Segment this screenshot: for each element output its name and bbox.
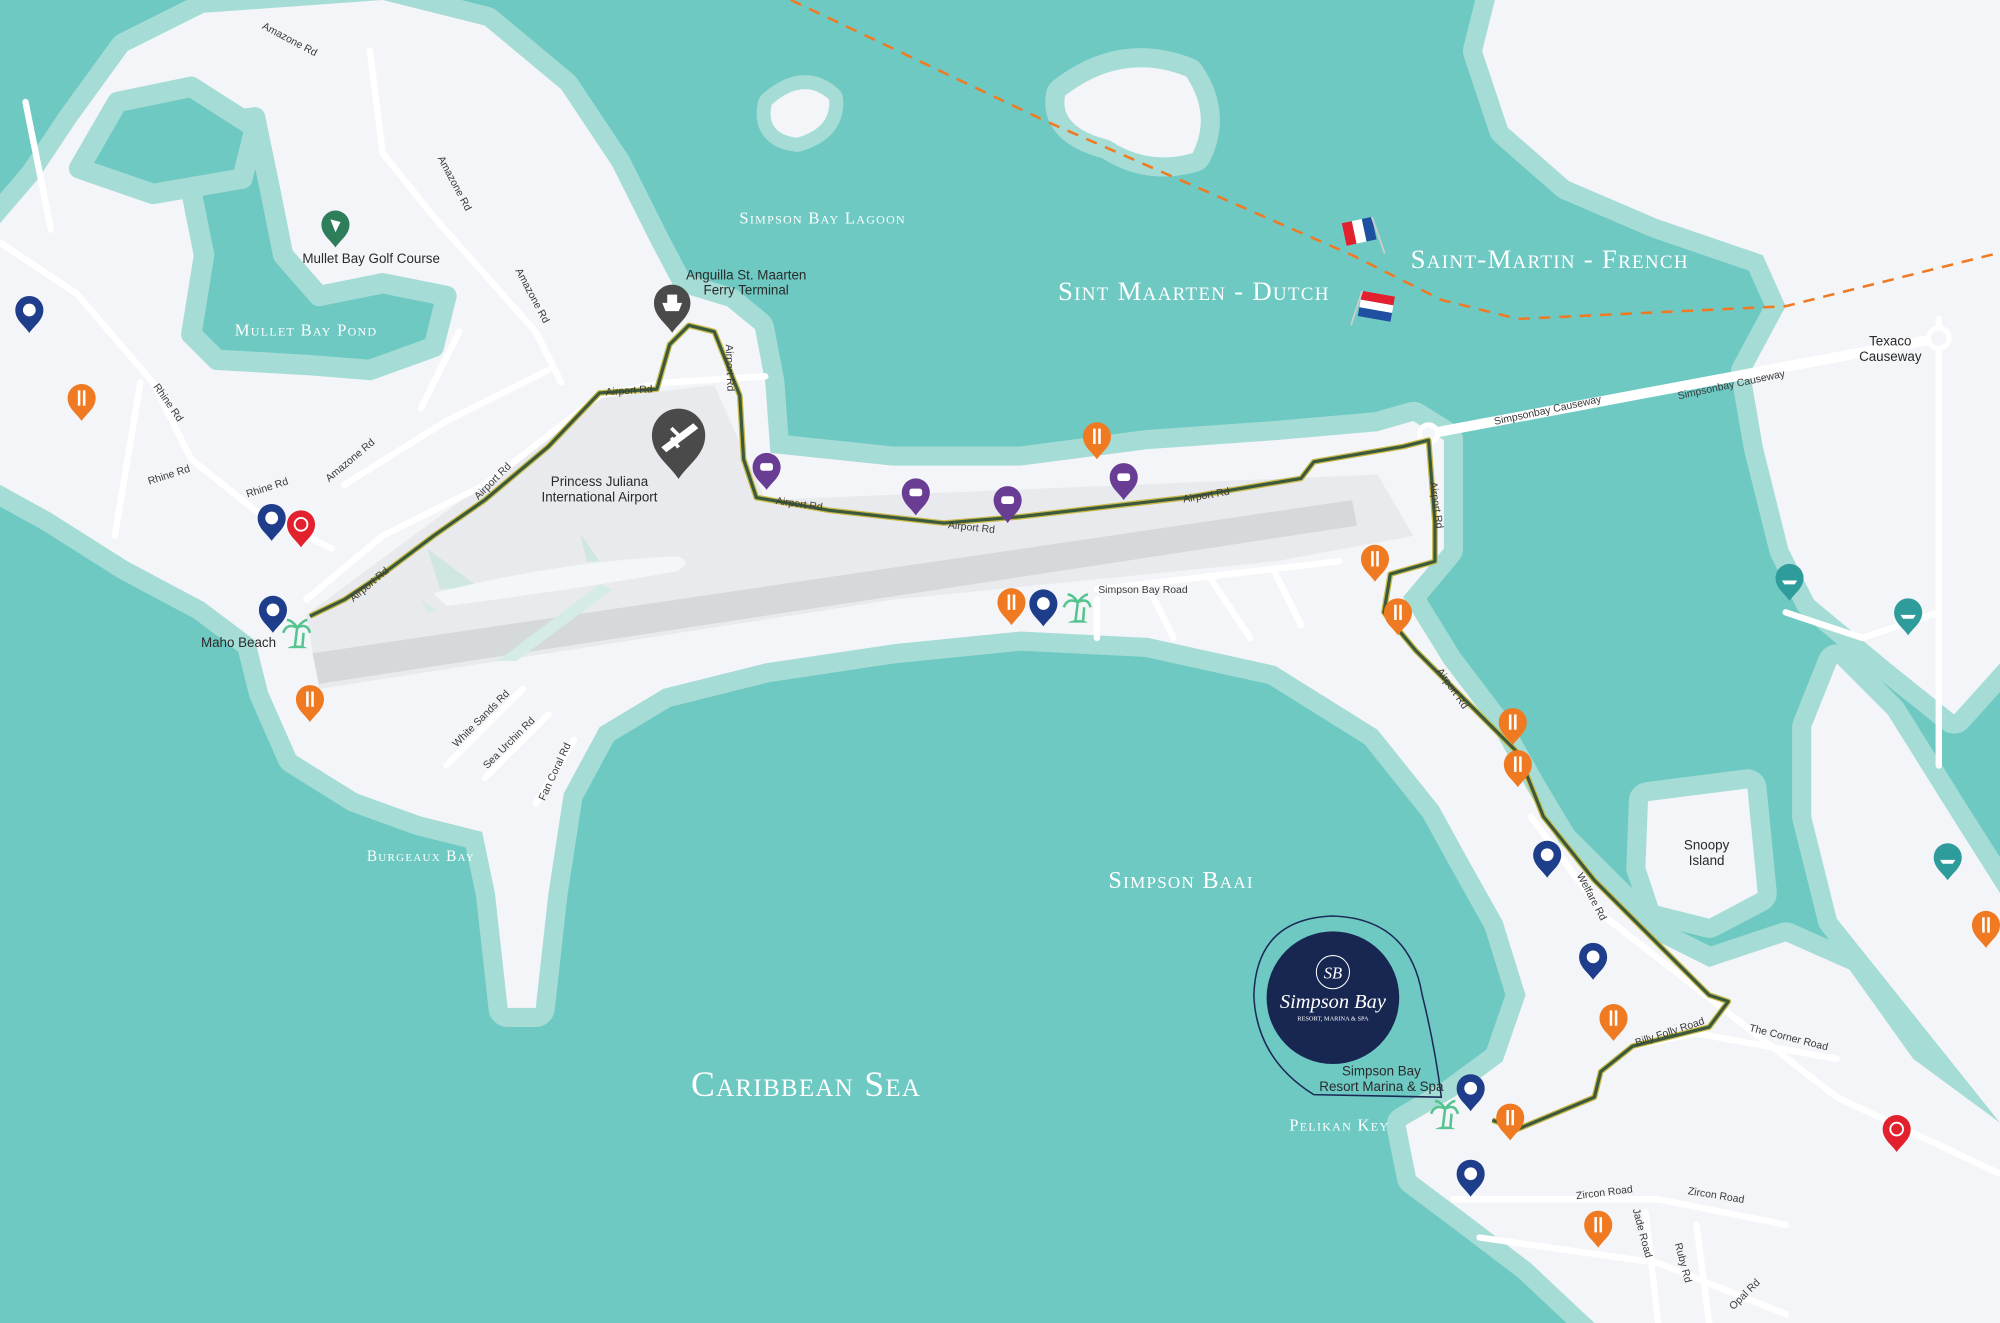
label-maho-beach: Maho Beach <box>201 635 276 650</box>
beach-pin-icon[interactable] <box>1456 1159 1485 1197</box>
restaurant-pin-icon[interactable] <box>1498 708 1527 746</box>
route-to-resort-line <box>309 323 1730 1131</box>
airport-pin-icon[interactable] <box>651 408 706 479</box>
label-sint-maarten-dutch: Sint Maarten - Dutch <box>1058 276 1330 306</box>
restaurant-pin-icon[interactable] <box>1082 422 1111 460</box>
label-saint-martin-french: Saint-Martin - French <box>1411 244 1689 274</box>
label-caribbean-sea: Caribbean Sea <box>691 1064 921 1104</box>
restaurant-pin-icon[interactable] <box>1971 910 2000 948</box>
label-resort-1: Simpson Bay <box>1342 1063 1421 1078</box>
label-simpson-bay-lagoon: Simpson Bay Lagoon <box>739 208 906 227</box>
boat-pin-icon[interactable] <box>1933 843 1962 881</box>
label-simpson-baai: Simpson Baai <box>1108 867 1253 894</box>
hospital-pin-icon[interactable] <box>286 510 316 548</box>
border-line <box>790 0 2000 321</box>
label-texaco-2: Causeway <box>1859 349 1922 364</box>
restaurant-pin-icon[interactable] <box>1496 1103 1525 1141</box>
car-rental-pin-icon[interactable] <box>752 452 781 490</box>
resort-logo-name: Simpson Bay <box>1280 991 1387 1013</box>
boat-pins <box>1775 563 1962 881</box>
hospital-pin-icon[interactable] <box>1882 1115 1911 1153</box>
label-resort-2: Resort Marina & Spa <box>1319 1079 1444 1094</box>
label-ferry-terminal-1: Anguilla St. Maarten <box>686 267 806 282</box>
label-airport-1: Princess Juliana <box>551 474 649 489</box>
restaurant-pin-icon[interactable] <box>1383 598 1412 636</box>
dutch-flag-icon <box>1350 290 1395 326</box>
restaurant-pin-icon[interactable] <box>997 588 1026 626</box>
beach-pin-icon[interactable] <box>1579 942 1608 980</box>
resort-callout-outline <box>1253 915 1443 1098</box>
resort-marker[interactable]: SB Simpson Bay RESORT, MARINA & SPA Simp… <box>1253 915 1444 1098</box>
road-label: Simpson Bay Road <box>1098 585 1188 596</box>
road-label: Airport Rd <box>605 384 653 398</box>
resort-logo <box>1266 931 1400 1065</box>
golf-pin-icon[interactable] <box>321 210 350 248</box>
label-texaco-1: Texaco <box>1869 334 1911 349</box>
road-label: Airport Rd <box>947 520 995 536</box>
beach-pin-icon[interactable] <box>15 295 44 333</box>
restaurant-pin-icon[interactable] <box>1599 1004 1628 1042</box>
restaurant-pin-icon[interactable] <box>1360 544 1390 582</box>
beach-pin-icon[interactable] <box>1533 840 1562 878</box>
boat-pin-icon[interactable] <box>1894 598 1923 636</box>
roundabout <box>1926 325 1952 351</box>
restaurant-pin-icon[interactable] <box>295 685 324 723</box>
label-pelikan-key: Pelikan Key <box>1289 1115 1389 1134</box>
beach-pin-icon[interactable] <box>258 595 287 633</box>
french-flag-icon <box>1341 216 1386 254</box>
ferry-pin-icon[interactable] <box>653 284 691 333</box>
runway <box>312 500 1358 684</box>
label-golf-course: Mullet Bay Golf Course <box>302 251 440 266</box>
resort-logo-tagline: RESORT, MARINA & SPA <box>1297 1016 1369 1023</box>
resort-monogram: SB <box>1324 964 1342 983</box>
car-rental-pin-icon[interactable] <box>901 478 930 516</box>
beach-pins <box>15 295 1608 1197</box>
label-airport-2: International Airport <box>541 489 657 504</box>
hospital-pins <box>286 510 1911 1153</box>
airport-apron <box>306 385 1414 689</box>
label-snoopy-island-1: Snoopy <box>1684 838 1730 853</box>
car-rental-pins <box>752 452 1138 524</box>
car-rental-pin-icon[interactable] <box>993 486 1022 524</box>
restaurant-pin-icon[interactable] <box>1584 1210 1613 1248</box>
label-mullet-bay-pond: Mullet Bay Pond <box>235 321 378 340</box>
beach-pin-icon[interactable] <box>257 503 286 541</box>
roads <box>0 47 2000 1323</box>
label-snoopy-island-2: Island <box>1689 853 1725 868</box>
label-burgeaux-bay: Burgeaux Bay <box>367 848 475 865</box>
road-label: Airport Rd <box>723 344 736 392</box>
restaurant-pin-icon[interactable] <box>67 384 96 422</box>
beach-pin-icon[interactable] <box>1029 589 1058 627</box>
label-ferry-terminal-2: Ferry Terminal <box>704 283 789 298</box>
beach-pin-icon[interactable] <box>1456 1074 1485 1112</box>
restaurant-pins <box>67 384 2000 1248</box>
boat-pin-icon[interactable] <box>1775 563 1804 601</box>
restaurant-pin-icon[interactable] <box>1503 750 1532 788</box>
car-rental-pin-icon[interactable] <box>1109 463 1138 501</box>
causeway-road <box>1427 333 1940 439</box>
